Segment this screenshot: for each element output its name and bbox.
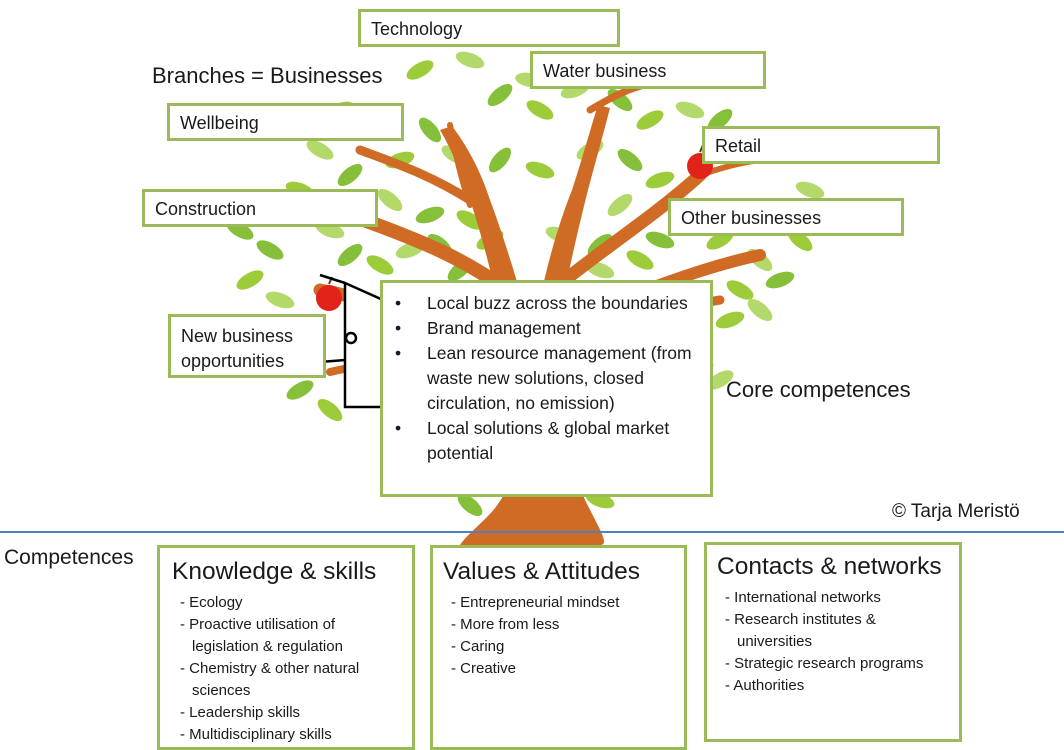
apple-icon [316, 285, 342, 311]
list-item: International networks [717, 587, 951, 609]
leaf-icon [765, 271, 795, 289]
leaf-icon [406, 60, 434, 80]
leaf-icon [707, 108, 733, 132]
branch-retail: Retail [702, 126, 940, 164]
leaf-icon [366, 255, 394, 275]
leaf-icon [525, 161, 555, 179]
list-item: Caring [443, 636, 676, 658]
list-item: Entrepreneurial mindset [443, 592, 676, 614]
leaf-icon [645, 171, 675, 189]
branch-technology: Technology [358, 9, 620, 47]
leaf-icon [457, 493, 483, 517]
leaf-icon [286, 380, 314, 400]
leaf-icon [337, 163, 363, 187]
list-item: Local buzz across the boundaries [383, 291, 704, 316]
list-item: Multidisciplinary skills [172, 724, 404, 746]
branch-construction: Construction [142, 189, 378, 227]
leaf-icon [607, 193, 633, 217]
leaf-icon [236, 270, 264, 290]
leaf-icon [488, 147, 512, 173]
leaf-icon [636, 110, 664, 130]
list-item: More from less [443, 614, 676, 636]
leaf-icon [726, 280, 754, 300]
leaf-icon [715, 311, 745, 329]
leaf-icon [526, 100, 554, 120]
list-item: Brand management [383, 316, 704, 341]
leaf-icon [455, 51, 485, 69]
list-item: Chemistry & other natural sciences [172, 658, 404, 702]
leaf-icon [626, 250, 654, 270]
leaf-icon [306, 140, 334, 160]
knowledge-skills-box: Knowledge & skills Ecology Proactive uti… [157, 545, 415, 750]
branch-water-business: Water business [530, 51, 766, 89]
leaf-icon [256, 240, 284, 260]
branches-heading: Branches = Businesses [152, 63, 383, 88]
leaf-icon [377, 188, 403, 212]
leaf-icon [456, 210, 484, 230]
core-competences-heading: Core competences [726, 377, 911, 402]
list-item: Ecology [172, 592, 404, 614]
leaf-icon [645, 231, 675, 249]
leaf-icon [337, 243, 363, 267]
branch-wellbeing: Wellbeing [167, 103, 404, 141]
branch-other-businesses: Other businesses [668, 198, 904, 236]
contacts-networks-title: Contacts & networks [717, 553, 942, 580]
core-competences-box: Local buzz across the boundaries Brand m… [380, 280, 713, 497]
values-attitudes-box: Values & Attitudes Entrepreneurial minds… [430, 545, 687, 750]
leaf-icon [617, 148, 643, 172]
list-item: Proactive utilisation of legislation & r… [172, 614, 404, 658]
competences-heading: Competences [4, 546, 134, 569]
leaf-icon [487, 83, 513, 107]
list-item: Lean resource management (from waste new… [383, 341, 704, 416]
branch-new-business-opportunities: New business opportunities [168, 314, 326, 378]
leaf-icon [747, 298, 773, 322]
leaf-icon [706, 370, 734, 390]
leaf-icon [415, 206, 445, 224]
leaf-icon [795, 181, 825, 199]
copyright: © Tarja Meristö [892, 501, 1020, 522]
core-competences-list: Local buzz across the boundaries Brand m… [383, 291, 704, 466]
door-icon [319, 273, 385, 409]
list-item: Research institutes & universities [717, 609, 951, 653]
contacts-networks-box: Contacts & networks International networ… [704, 542, 962, 742]
leaf-icon [265, 291, 295, 309]
list-item: Local solutions & global market potentia… [383, 416, 704, 466]
leaf-icon [675, 101, 705, 119]
leaf-icon [418, 117, 442, 143]
list-item: Authorities [717, 675, 951, 697]
list-item: Strategic research programs [717, 653, 951, 675]
list-item: Leadership skills [172, 702, 404, 724]
list-item: Creative [443, 658, 676, 680]
knowledge-skills-title: Knowledge & skills [172, 558, 377, 585]
leaf-icon [317, 398, 343, 422]
values-attitudes-title: Values & Attitudes [443, 558, 641, 585]
